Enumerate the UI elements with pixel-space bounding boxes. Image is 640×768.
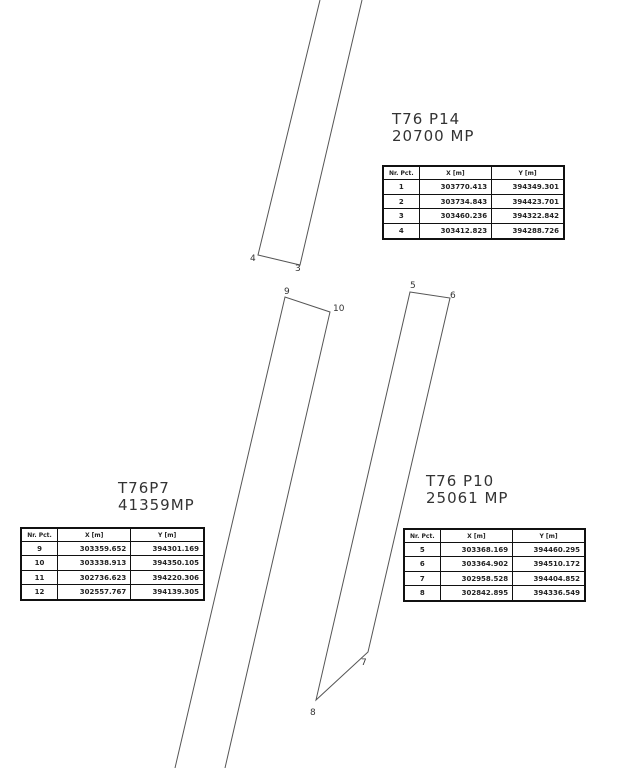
table-header: Nr. Pct.X [m]Y [m] (20, 527, 205, 543)
table-cell: 1 (382, 179, 420, 195)
parcel-p7-boundary (174, 296, 331, 768)
table-cell: 302557.767 (57, 584, 132, 601)
table-cell: 303460.236 (418, 208, 493, 225)
table-cell: 11 (20, 569, 59, 586)
table-cell: 303770.413 (418, 179, 493, 195)
table-cell: 10 (20, 555, 59, 571)
point-label: 9 (284, 287, 290, 297)
table-header: Nr. Pct.X [m]Y [m] (403, 528, 586, 544)
table-cell: 394220.306 (130, 569, 205, 586)
point-label: 4 (250, 254, 256, 264)
column-header: X [m] (57, 527, 132, 543)
column-header: X [m] (439, 528, 514, 544)
table-cell: 394301.169 (130, 541, 205, 557)
table-cell: 3 (382, 208, 420, 225)
table-cell: 302736.623 (57, 569, 132, 586)
table-cell: 394423.701 (491, 193, 565, 210)
parcel-p10-title: T76 P10 25061 MP (426, 473, 508, 507)
column-header: Y [m] (491, 165, 565, 181)
parcel-name: T76 P14 (392, 110, 461, 128)
parcel-p14-title: T76 P14 20700 MP (392, 111, 474, 145)
parcel-area: 20700 MP (392, 127, 475, 145)
table-cell: 394460.295 (512, 542, 586, 558)
parcel-name: T76P7 (118, 479, 170, 497)
table-cell: 394288.726 (491, 223, 565, 240)
table-cell: 303734.843 (418, 193, 493, 210)
point-label: 3 (295, 264, 301, 274)
table-cell: 302842.895 (439, 585, 514, 602)
point-label: 8 (310, 708, 316, 718)
column-header: Nr. Pct. (20, 527, 59, 543)
table-cell: 394404.852 (512, 570, 586, 587)
parcel-area: 25061 MP (426, 489, 509, 507)
table-cell: 12 (20, 584, 59, 601)
table-cell: 302958.528 (439, 570, 514, 587)
table-cell: 303338.913 (57, 555, 132, 571)
parcel-p14-boundary (257, 0, 363, 266)
table-cell: 2 (382, 193, 420, 210)
table-cell: 9 (20, 541, 59, 557)
table-cell: 394336.549 (512, 585, 586, 602)
parcel-p10-boundary (315, 291, 451, 702)
parcel-area: 41359MP (118, 496, 195, 514)
column-header: Y [m] (512, 528, 586, 544)
table-cell: 6 (403, 556, 441, 572)
table-cell: 394322.842 (491, 208, 565, 225)
table-cell: 303364.902 (439, 556, 514, 572)
column-header: Nr. Pct. (403, 528, 441, 544)
table-cell: 394510.172 (512, 556, 586, 572)
table-cell: 303412.823 (418, 223, 493, 240)
column-header: Y [m] (130, 527, 205, 543)
table-cell: 394139.305 (130, 584, 205, 601)
point-label: 6 (450, 291, 456, 301)
table-cell: 5 (403, 542, 441, 558)
table-cell: 303359.652 (57, 541, 132, 557)
table-cell: 394349.301 (491, 179, 565, 195)
point-label: 5 (410, 281, 416, 291)
table-cell: 4 (382, 223, 420, 240)
parcel-p7-title: T76P7 41359MP (118, 480, 195, 514)
parcel-name: T76 P10 (426, 472, 495, 490)
column-header: Nr. Pct. (382, 165, 420, 181)
point-label: 10 (333, 304, 345, 314)
table-header: Nr. Pct.X [m]Y [m] (382, 165, 565, 181)
column-header: X [m] (418, 165, 493, 181)
table-cell: 7 (403, 570, 441, 587)
table-cell: 8 (403, 585, 441, 602)
point-label: 7 (361, 658, 367, 668)
table-cell: 394350.105 (130, 555, 205, 571)
table-cell: 303368.169 (439, 542, 514, 558)
